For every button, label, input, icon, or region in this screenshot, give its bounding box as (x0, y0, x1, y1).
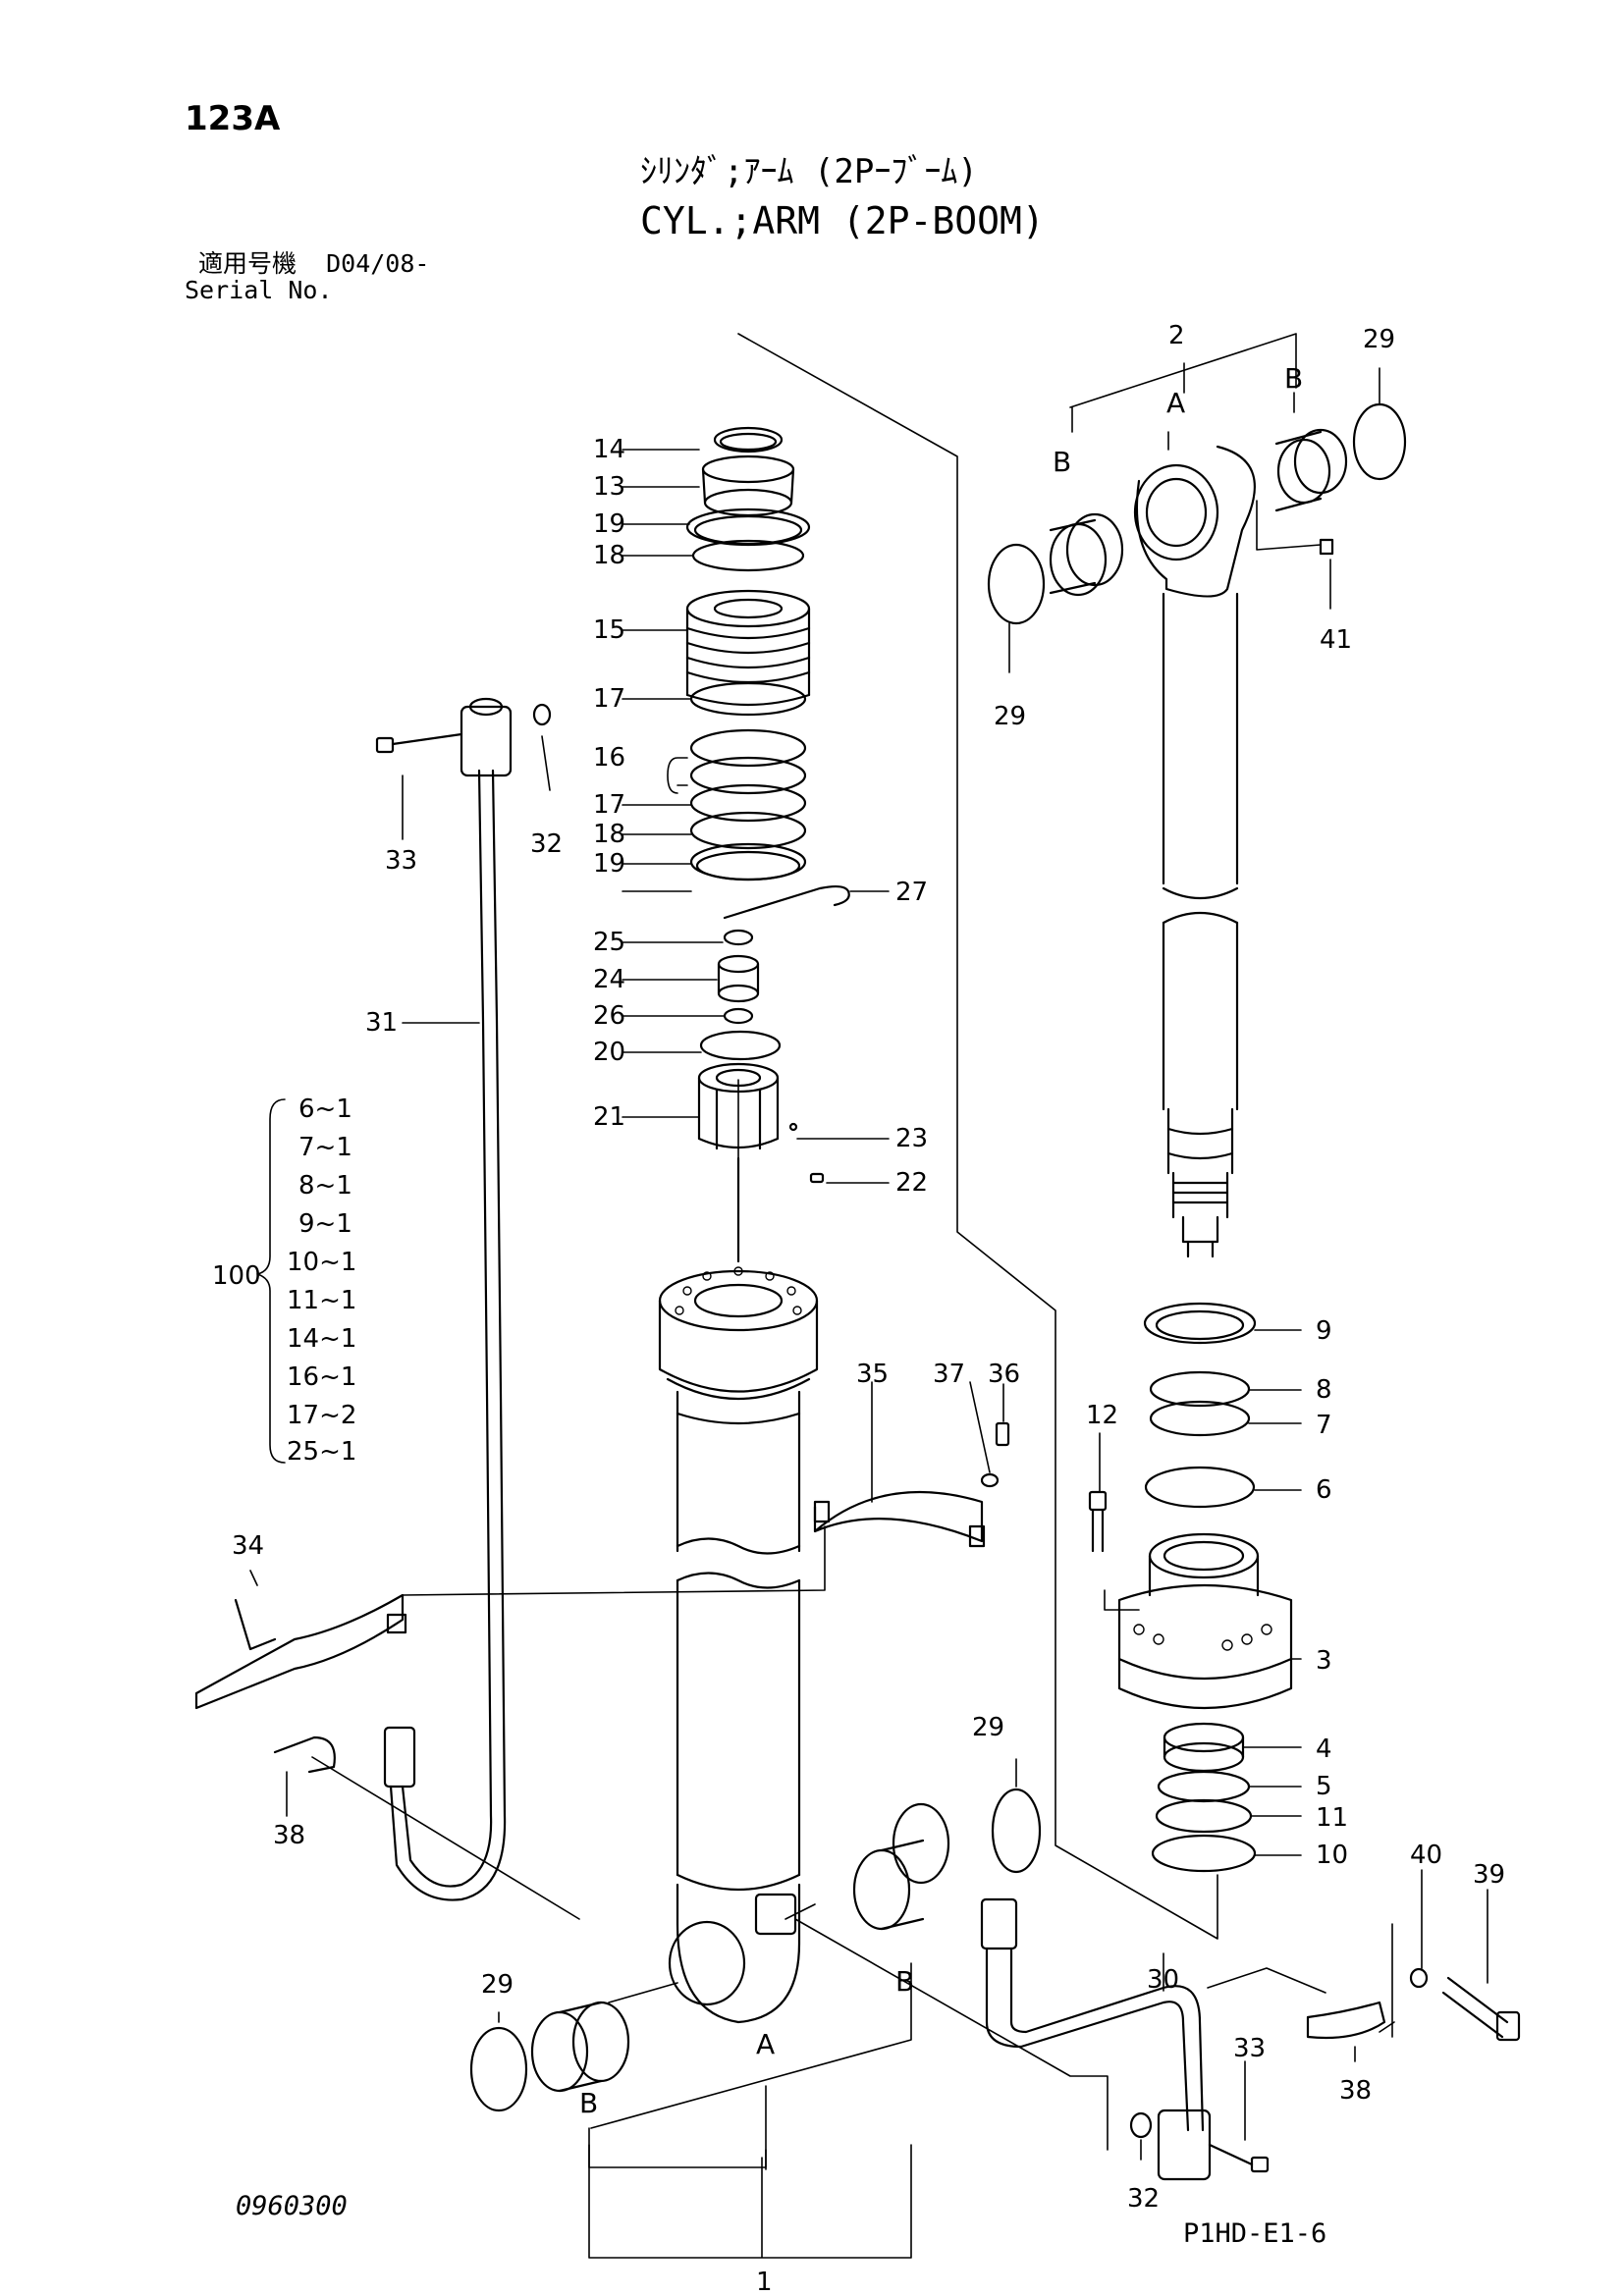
callout-21: 21 (593, 1102, 625, 1132)
callout-labels: 14 13 19 18 15 17 16 17 18 19 27 25 24 2… (232, 321, 1505, 2296)
serial-label: 適用号機 D04/08- (198, 249, 430, 278)
callout-3: 3 (1316, 1646, 1332, 1676)
callout-15: 15 (593, 615, 625, 645)
callout-22: 22 (895, 1168, 928, 1198)
callout-10: 10 (1316, 1841, 1348, 1870)
kit-item: 11~1 (287, 1286, 356, 1315)
kit-item: 8~1 (298, 1171, 352, 1201)
callout-5: 5 (1316, 1772, 1332, 1801)
kit-item: 7~1 (298, 1133, 352, 1162)
callout-38-b: 38 (1339, 2076, 1372, 2106)
kit-item: 17~2 (287, 1401, 356, 1430)
piston-3 (1088, 1490, 1293, 1710)
callout-18: 18 (593, 541, 625, 570)
cylinder-head-parts (685, 426, 850, 1263)
callout-33-b: 33 (1233, 2034, 1266, 2063)
callout-34: 34 (232, 1531, 264, 1561)
title-japanese: ｼﾘﾝﾀﾞ;ｱｰﾑ (2Pｰﾌﾞｰﾑ) (640, 152, 978, 191)
callout-4: 4 (1316, 1735, 1332, 1764)
callout-19-b: 19 (593, 849, 625, 879)
pipe-31 (375, 697, 552, 1901)
callout-33: 33 (385, 846, 417, 876)
callout-41: 41 (1320, 625, 1352, 655)
callout-26: 26 (593, 1001, 625, 1031)
callout-1: 1 (756, 2268, 773, 2296)
callout-B-4: B (1284, 362, 1303, 395)
kit-item: 10~1 (287, 1248, 356, 1277)
callout-B: B (579, 2087, 598, 2119)
bolt-holes (675, 1266, 1272, 1651)
callout-20: 20 (593, 1038, 625, 1067)
bracket-34 (194, 1593, 407, 1774)
callout-B-3: B (1053, 446, 1071, 478)
callout-37: 37 (933, 1360, 965, 1389)
callout-39: 39 (1473, 1860, 1505, 1890)
callout-38: 38 (273, 1821, 305, 1850)
callout-9: 9 (1316, 1316, 1332, 1346)
rod-eye-bushings (469, 1788, 1042, 2112)
callout-13: 13 (593, 472, 625, 502)
callout-18-b: 18 (593, 820, 625, 849)
callout-7: 7 (1316, 1411, 1332, 1440)
drawing-code: 0960300 (236, 2191, 348, 2221)
leader-lines (249, 333, 1488, 2259)
piston-seals (1143, 1302, 1257, 1509)
callout-17-b: 17 (593, 790, 625, 820)
callout-8: 8 (1316, 1375, 1332, 1405)
callout-25: 25 (593, 928, 625, 957)
cylinder-tube (658, 1269, 819, 2024)
callout-36: 36 (988, 1360, 1020, 1389)
callout-23: 23 (895, 1124, 928, 1153)
kit-item: 14~1 (287, 1324, 356, 1354)
kit-item: 9~1 (298, 1209, 352, 1239)
kit-item: 25~1 (287, 1437, 356, 1467)
callout-31: 31 (365, 1008, 398, 1038)
reference-code: P1HD-E1-6 (1183, 2218, 1327, 2249)
clamp-35 (813, 1421, 1010, 1548)
callout-32: 32 (530, 829, 563, 859)
callout-6: 6 (1316, 1475, 1332, 1505)
callout-2: 2 (1168, 321, 1185, 350)
callout-40: 40 (1410, 1841, 1442, 1870)
callout-24: 24 (593, 965, 625, 994)
callout-29: 29 (481, 1970, 514, 2000)
callout-B-2: B (895, 1965, 914, 1998)
callout-35: 35 (856, 1360, 889, 1389)
callout-12: 12 (1086, 1401, 1118, 1430)
piston-rod (987, 402, 1407, 1258)
callout-32-b: 32 (1127, 2184, 1160, 2214)
serial-label-en: Serial No. (185, 276, 333, 304)
kit-item: 16~1 (287, 1362, 356, 1392)
callout-30: 30 (1147, 1965, 1179, 1995)
callout-29-d: 29 (994, 702, 1026, 731)
piston-bottom-parts (1151, 1722, 1257, 1873)
callout-29-b: 29 (972, 1713, 1004, 1742)
callout-29-c: 29 (1363, 325, 1395, 354)
kit-id: 100 (212, 1261, 261, 1291)
callout-A-2: A (1166, 387, 1185, 419)
callout-27: 27 (895, 878, 928, 907)
callout-A: A (756, 2028, 775, 2060)
kit-item: 6~1 (298, 1095, 352, 1124)
callout-16: 16 (593, 743, 625, 773)
callout-14: 14 (593, 435, 625, 464)
callout-19: 19 (593, 509, 625, 539)
title-english: CYL.;ARM (2P-BOOM) (640, 199, 1045, 242)
page-number: 123A (185, 99, 281, 138)
kit-list: 100 6~1 7~1 8~1 9~1 10~1 11~1 14~1 16~1 … (212, 1095, 356, 1467)
callout-17: 17 (593, 684, 625, 714)
callout-11: 11 (1316, 1803, 1348, 1833)
